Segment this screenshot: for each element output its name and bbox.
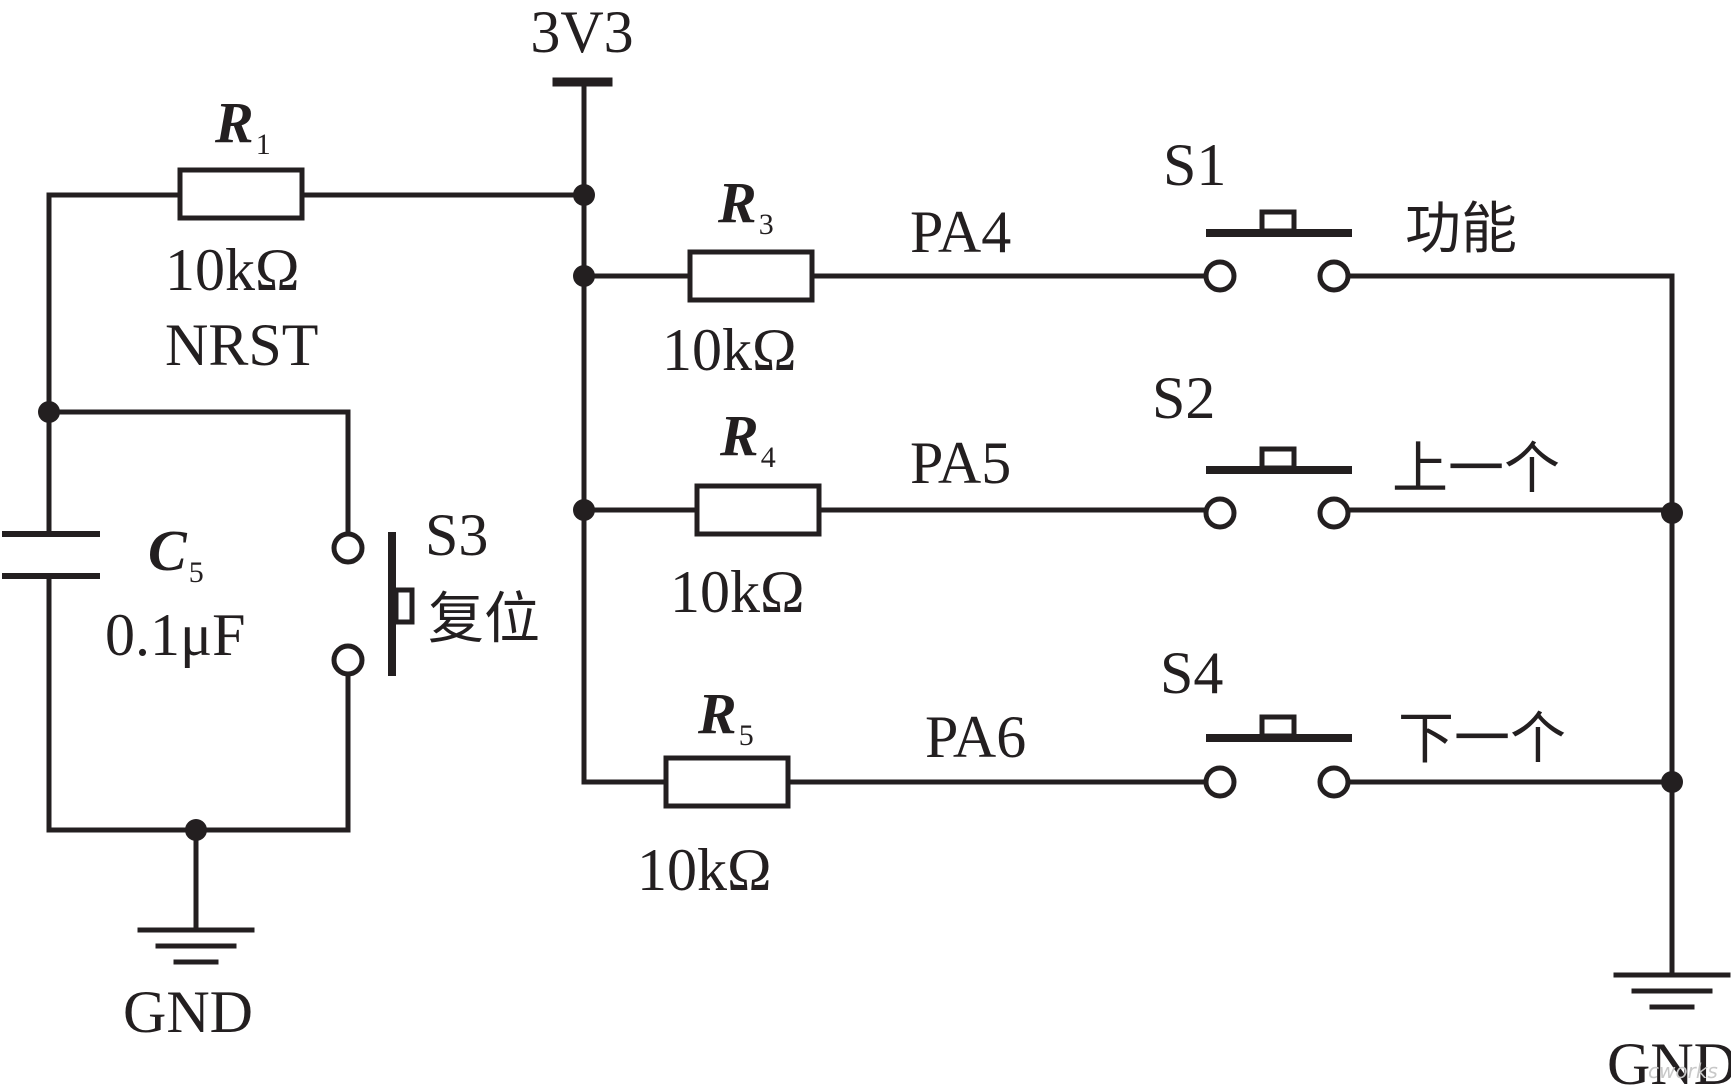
s4-function-label: 下一个 <box>1398 707 1566 772</box>
s2-terminal-right <box>1317 496 1351 530</box>
wires <box>46 77 1675 978</box>
s4-actuator-knob <box>1259 714 1297 739</box>
r3-value: 10kΩ <box>662 317 797 383</box>
s3-terminal-top <box>331 531 365 565</box>
r3-resistor-body <box>687 249 815 303</box>
s2-label: S2 <box>1152 365 1215 431</box>
junction-nrst <box>38 401 60 423</box>
s3-function-label: 复位 <box>428 587 540 652</box>
s1-label: S1 <box>1163 132 1226 198</box>
s3-switch <box>331 531 415 677</box>
s4-terminal-right <box>1317 765 1351 799</box>
right-ground-symbol <box>1613 972 1731 1010</box>
pa6-net-label: PA6 <box>925 704 1026 770</box>
junctions <box>38 184 1683 841</box>
s2-switch <box>1203 446 1352 530</box>
r1-resistor-body <box>177 167 305 221</box>
nrst-net-label: NRST <box>165 312 318 378</box>
junction-s2-return <box>1661 502 1683 524</box>
watermark-text: cworks <box>1648 1059 1718 1083</box>
s3-label: S3 <box>425 502 488 568</box>
s2-function-label: 上一个 <box>1392 437 1560 502</box>
s1-actuator-knob <box>1259 209 1297 234</box>
r5-resistor-body <box>663 755 791 809</box>
s1-function-label: 功能 <box>1405 197 1517 262</box>
junction-left-ground <box>185 819 207 841</box>
r3-designator: R3 <box>717 170 774 241</box>
s4-switch <box>1203 714 1352 799</box>
right-ground-label: GND <box>1607 1031 1731 1091</box>
r4-designator: R4 <box>719 403 776 474</box>
s1-switch <box>1203 209 1352 293</box>
c5-designator: C5 <box>148 518 204 589</box>
s2-terminal-left <box>1203 496 1237 530</box>
r1-designator: R1 <box>214 90 271 161</box>
s4-terminal-left <box>1203 765 1237 799</box>
s3-terminal-bottom <box>331 643 365 677</box>
pa5-net-label: PA5 <box>910 430 1011 496</box>
pa4-net-label: PA4 <box>910 199 1011 265</box>
r4-resistor-body <box>694 483 822 537</box>
s3-actuator-knob <box>393 587 415 625</box>
s1-terminal-right <box>1317 259 1351 293</box>
r1-value: 10kΩ <box>165 237 300 303</box>
s2-actuator-knob <box>1259 446 1297 471</box>
junction-r1 <box>573 184 595 206</box>
r5-value: 10kΩ <box>637 837 772 903</box>
c5-value: 0.1μF <box>105 602 246 668</box>
r5-designator: R5 <box>697 681 754 752</box>
junction-r4 <box>573 499 595 521</box>
junction-r3 <box>573 265 595 287</box>
s1-terminal-left <box>1203 259 1237 293</box>
left-ground-symbol <box>137 927 255 965</box>
c5-capacitor <box>2 531 100 579</box>
s4-label: S4 <box>1160 640 1223 706</box>
junction-s4-return <box>1661 771 1683 793</box>
supply-label: 3V3 <box>530 0 633 65</box>
r4-value: 10kΩ <box>670 559 805 625</box>
left-ground-label: GND <box>123 979 253 1045</box>
